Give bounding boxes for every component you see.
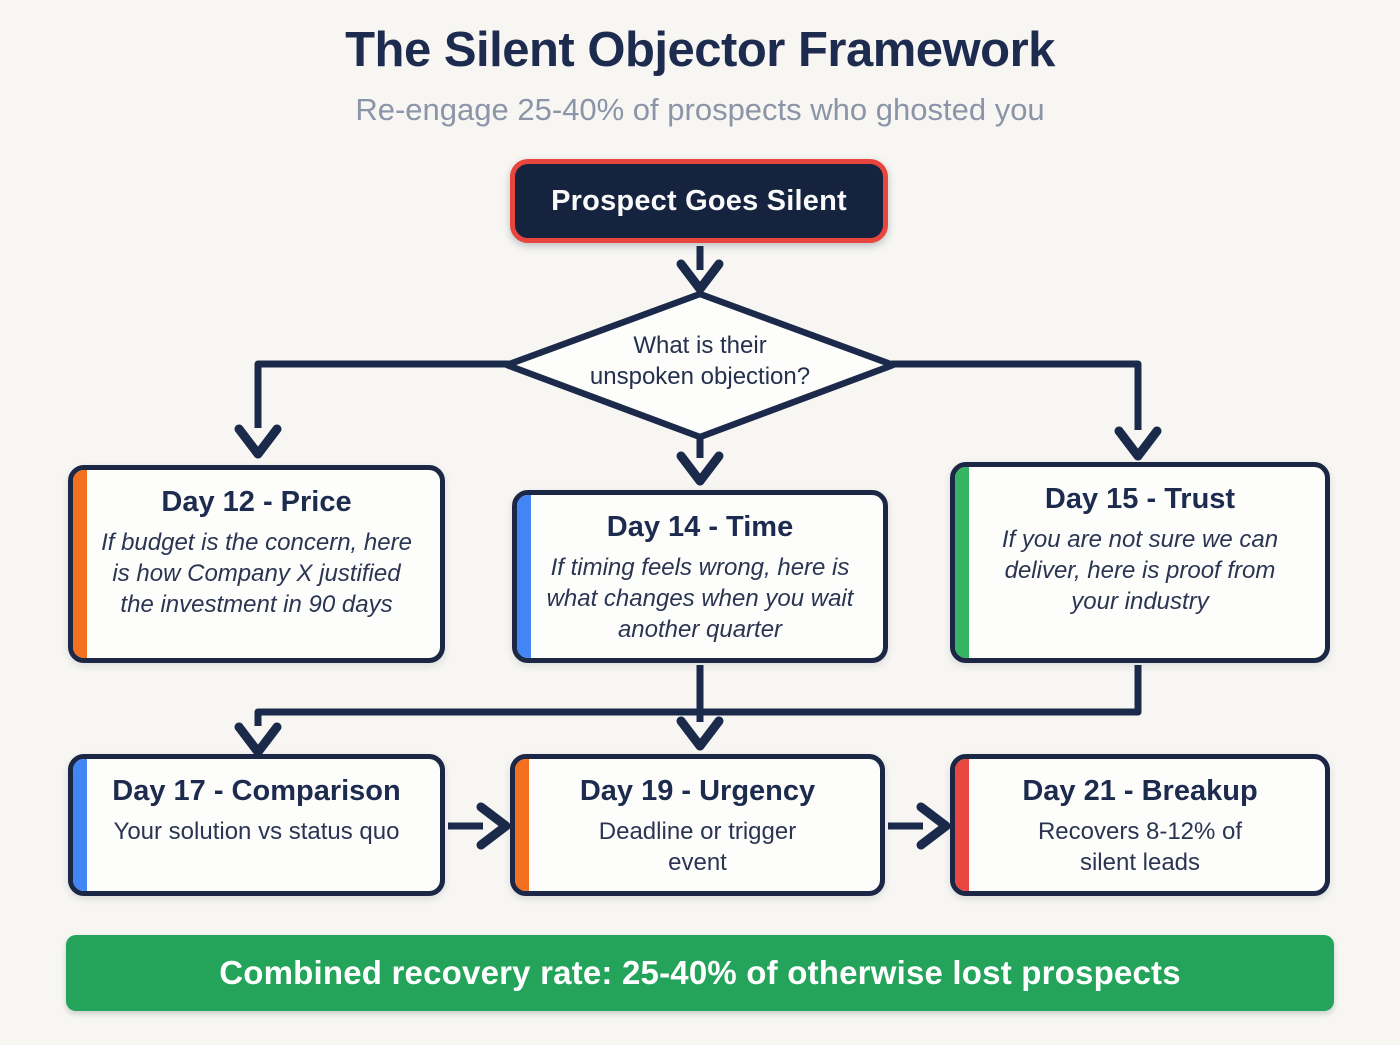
card-body: Deadline or trigger event xyxy=(598,818,797,876)
card-body: If budget is the concern, here is how Co… xyxy=(101,529,412,618)
card-day-12-price: Day 12 - Price If budget is the concern,… xyxy=(68,465,445,663)
footer-banner: Combined recovery rate: 25-40% of otherw… xyxy=(66,935,1334,1011)
accent-stripe xyxy=(955,759,969,891)
accent-stripe xyxy=(515,759,529,891)
arrowhead-bar-to-comparison xyxy=(234,722,282,757)
card-title: Day 15 - Trust xyxy=(1044,483,1236,515)
accent-stripe xyxy=(73,470,87,658)
card-title: Day 21 - Breakup xyxy=(1022,775,1258,807)
card-day-21-breakup: Day 21 - Breakup Recovers 8-12% of silen… xyxy=(950,754,1330,896)
card-title: Day 14 - Time xyxy=(606,511,794,543)
card-day-19-urgency: Day 19 - Urgency Deadline or trigger eve… xyxy=(510,754,885,896)
arrowhead-bar-to-urgency xyxy=(676,716,724,751)
connector-decision-to-price xyxy=(254,360,509,428)
card-body: If you are not sure we can deliver, here… xyxy=(1001,526,1279,615)
decision-label-line1: What is their xyxy=(633,332,767,359)
arrowhead-comparison-to-urgency xyxy=(476,802,511,850)
card-body: If timing feels wrong, here is what chan… xyxy=(546,554,854,643)
card-title: Day 17 - Comparison xyxy=(112,775,401,807)
page-title: The Silent Objector Framework xyxy=(345,23,1055,77)
arrowhead-decision-to-time xyxy=(676,451,724,486)
footer-banner-label: Combined recovery rate: 25-40% of otherw… xyxy=(219,954,1181,991)
arrowhead-start-to-decision xyxy=(676,259,724,294)
start-node: Prospect Goes Silent xyxy=(510,159,888,243)
start-node-label: Prospect Goes Silent xyxy=(551,184,847,217)
accent-stripe xyxy=(73,759,87,891)
connector-decision-to-trust xyxy=(891,360,1142,430)
accent-stripe xyxy=(955,467,969,658)
card-title: Day 12 - Price xyxy=(161,486,352,518)
connector-trust-bar-to-comparison xyxy=(254,665,1142,726)
decision-label-line2: unspoken objection? xyxy=(589,363,811,390)
card-day-14-time: Day 14 - Time If timing feels wrong, her… xyxy=(512,490,888,663)
accent-stripe xyxy=(517,495,531,658)
card-title: Day 19 - Urgency xyxy=(579,775,816,807)
card-body: Recovers 8-12% of silent leads xyxy=(1037,818,1243,876)
decision-label: What is their unspoken objection? xyxy=(560,330,840,392)
page-subtitle: Re-engage 25-40% of prospects who ghoste… xyxy=(355,92,1045,127)
arrowhead-urgency-to-breakup xyxy=(916,802,951,850)
arrowhead-decision-to-trust xyxy=(1114,426,1162,461)
card-day-15-trust: Day 15 - Trust If you are not sure we ca… xyxy=(950,462,1330,663)
card-body: Your solution vs status quo xyxy=(113,818,400,845)
card-day-17-comparison: Day 17 - Comparison Your solution vs sta… xyxy=(68,754,445,896)
arrowhead-decision-to-price xyxy=(234,424,282,459)
